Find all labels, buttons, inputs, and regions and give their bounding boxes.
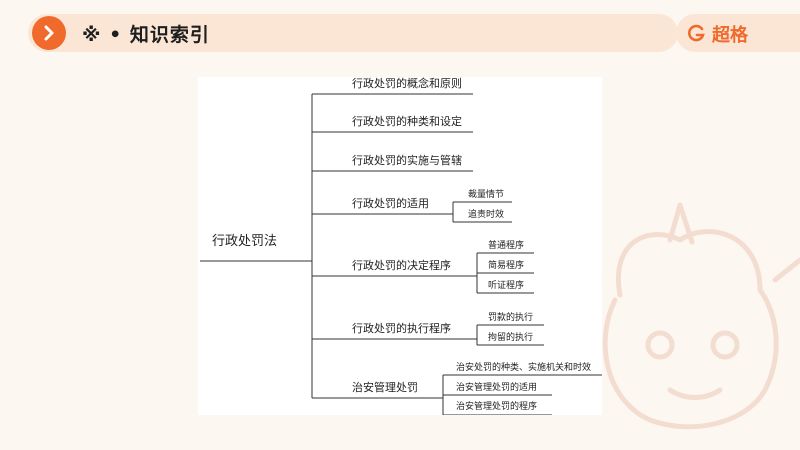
- brand-bar: [676, 14, 800, 52]
- brand-logo: 超格: [686, 21, 748, 47]
- chevron-right-icon: [32, 16, 66, 50]
- branch-concept-principle: 行政处罚的概念和原则: [352, 77, 462, 90]
- leaf-fine-execution: 罚款的执行: [488, 313, 534, 323]
- leaf-simple-procedure: 简易程序: [488, 261, 525, 271]
- mindmap-lines: [200, 93, 602, 415]
- leaf-security-types: 治安处罚的种类、实施机关和时效: [456, 363, 592, 373]
- leaf-hearing-procedure: 听证程序: [488, 281, 525, 291]
- leaf-discretion: 裁量情节: [468, 190, 505, 200]
- branch-execution-procedure: 行政处罚的执行程序: [352, 322, 451, 335]
- leaf-ordinary-procedure: 普通程序: [488, 241, 525, 251]
- g-logo-icon: [688, 24, 705, 42]
- leaf-security-application: 治安管理处罚的适用: [456, 383, 538, 393]
- leaf-security-procedure: 治安管理处罚的程序: [456, 402, 538, 412]
- page-title: ※ • 知识索引: [82, 24, 210, 46]
- mindmap-card: 行政处罚法 行政处罚的概念和原则 行政处罚的种类和设定 行政处罚的实施与管辖 行…: [198, 77, 602, 415]
- mindmap-root: 行政处罚法: [212, 234, 278, 249]
- branch-public-security-penalty: 治安管理处罚: [352, 381, 418, 394]
- branch-types-setting: 行政处罚的种类和设定: [352, 115, 462, 128]
- brand-name: 超格: [712, 25, 748, 46]
- leaf-limitation: 追责时效: [468, 210, 505, 220]
- branch-decision-procedure: 行政处罚的决定程序: [352, 259, 451, 272]
- branch-application: 行政处罚的适用: [352, 197, 429, 210]
- branch-implementation-jurisdiction: 行政处罚的实施与管辖: [352, 154, 462, 167]
- header-bar: [28, 14, 678, 52]
- leaf-detention-execution: 拘留的执行: [488, 333, 534, 343]
